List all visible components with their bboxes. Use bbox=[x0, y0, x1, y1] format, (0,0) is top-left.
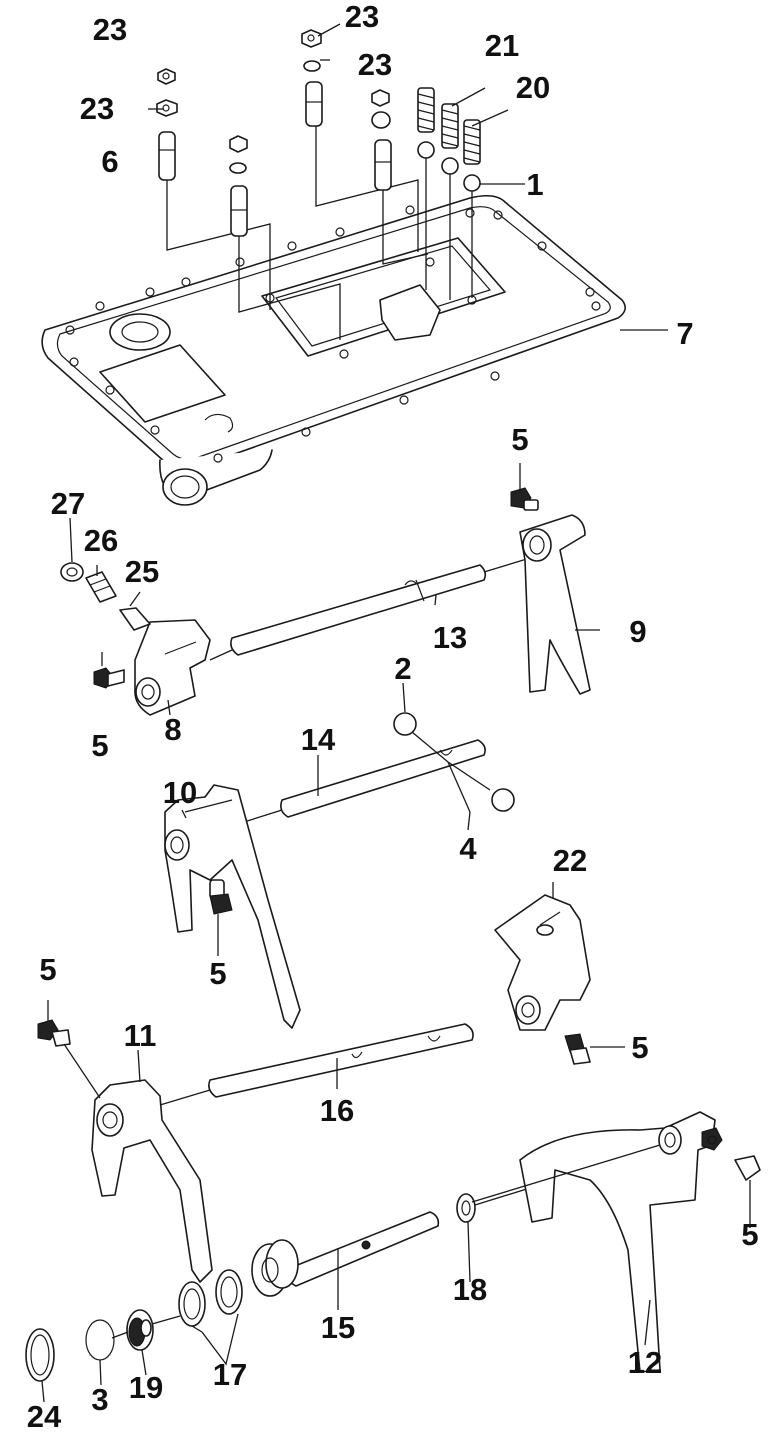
callout-23: 23 bbox=[80, 91, 114, 126]
callout-leaders bbox=[41, 23, 751, 1403]
callout-5: 5 bbox=[209, 956, 226, 991]
callout-21: 21 bbox=[485, 28, 519, 63]
callout-12: 12 bbox=[628, 1345, 662, 1380]
callout-15: 15 bbox=[321, 1310, 355, 1345]
callout-7: 7 bbox=[676, 316, 693, 351]
set-bolt bbox=[37, 1019, 101, 1099]
callout-24: 24 bbox=[27, 1399, 62, 1434]
fork-8 bbox=[134, 619, 233, 716]
springs-and-balls bbox=[417, 87, 481, 300]
shift-rod-15-assembly bbox=[25, 1111, 761, 1382]
cover-bolt-holes bbox=[65, 205, 601, 463]
callout-2: 2 bbox=[394, 651, 411, 686]
callout-17: 17 bbox=[213, 1357, 247, 1392]
callout-23: 23 bbox=[93, 12, 127, 47]
fork-11 bbox=[91, 1079, 213, 1283]
detent-25-26-27 bbox=[60, 562, 151, 631]
callout-4: 4 bbox=[459, 831, 477, 866]
callout-numbers: 23 23 6 23 23 21 20 1 7 5 27 26 25 13 9 … bbox=[27, 0, 759, 1434]
callout-23: 23 bbox=[345, 0, 379, 34]
stud-right-assembly bbox=[371, 89, 429, 265]
callout-10: 10 bbox=[163, 775, 197, 810]
fork-10 bbox=[164, 784, 301, 1029]
callout-20: 20 bbox=[516, 70, 550, 105]
callout-19: 19 bbox=[129, 1370, 163, 1405]
callout-23: 23 bbox=[358, 47, 392, 82]
callout-18: 18 bbox=[453, 1272, 487, 1307]
set-bolt bbox=[701, 1127, 761, 1181]
callout-8: 8 bbox=[164, 712, 181, 747]
callout-14: 14 bbox=[301, 722, 336, 757]
stud-6-assembly bbox=[156, 68, 271, 310]
fork-12 bbox=[471, 1111, 716, 1373]
fork-22 bbox=[494, 894, 591, 1031]
callout-1: 1 bbox=[526, 167, 543, 202]
callout-5: 5 bbox=[39, 952, 56, 987]
callout-3: 3 bbox=[91, 1382, 108, 1417]
shift-rod-14-assembly bbox=[164, 712, 515, 1029]
callout-26: 26 bbox=[84, 523, 118, 558]
callout-22: 22 bbox=[553, 843, 587, 878]
callout-5: 5 bbox=[511, 422, 528, 457]
callout-6: 6 bbox=[101, 144, 118, 179]
stud-mid-assembly bbox=[229, 135, 341, 340]
shift-rod-13-assembly bbox=[60, 487, 591, 716]
callout-9: 9 bbox=[629, 614, 646, 649]
stud-top-assembly bbox=[301, 29, 419, 252]
snap-ring-24 bbox=[25, 1328, 55, 1382]
spring-left bbox=[417, 87, 435, 290]
callout-5: 5 bbox=[91, 728, 108, 763]
cover-plate bbox=[41, 194, 626, 506]
set-bolt bbox=[564, 1033, 591, 1065]
callout-5: 5 bbox=[631, 1030, 648, 1065]
callout-16: 16 bbox=[320, 1093, 354, 1128]
callout-27: 27 bbox=[51, 486, 85, 521]
seals-17 bbox=[178, 1269, 243, 1327]
callout-13: 13 bbox=[433, 620, 467, 655]
callout-25: 25 bbox=[125, 554, 159, 589]
spring-21 bbox=[441, 103, 459, 300]
shift-rod-16-assembly bbox=[37, 894, 591, 1283]
spring-20 bbox=[463, 119, 481, 298]
set-bolt bbox=[510, 487, 539, 511]
callout-5: 5 bbox=[741, 1217, 758, 1252]
cap-19 bbox=[126, 1309, 154, 1351]
set-bolt bbox=[93, 667, 125, 689]
callout-11: 11 bbox=[124, 1018, 157, 1053]
